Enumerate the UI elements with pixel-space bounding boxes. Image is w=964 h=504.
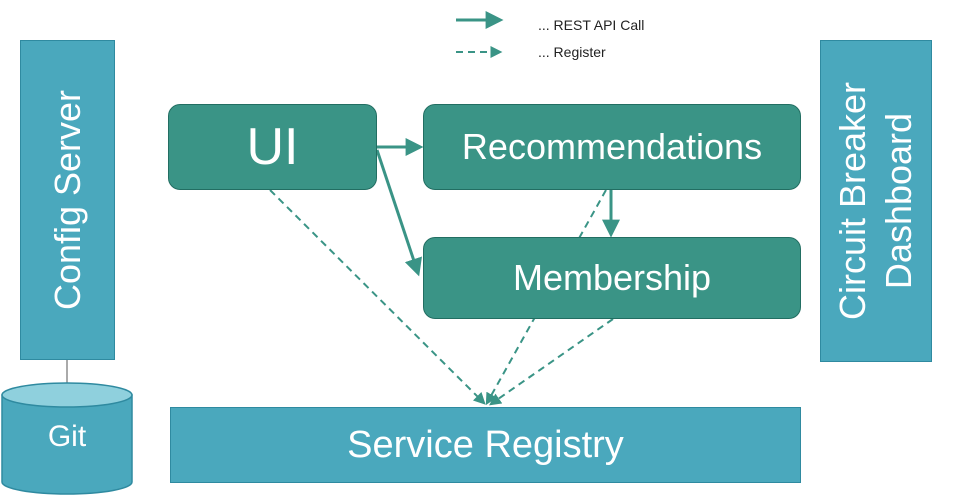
- circuit-breaker-dashboard-box: Circuit Breaker Dashboard: [820, 40, 932, 362]
- git-cylinder: [1, 382, 133, 495]
- membership-service-box: Membership: [423, 237, 801, 319]
- git-label: Git: [47, 420, 87, 453]
- circuit-breaker-label-line2: Dashboard: [878, 112, 919, 290]
- circuit-breaker-label-line1: Circuit Breaker: [832, 81, 873, 321]
- register-arrow-ui: [269, 189, 486, 405]
- register-arrow-membership: [489, 318, 614, 406]
- legend-register-label: ... Register: [538, 44, 606, 60]
- circuit-breaker-label: Circuit Breaker Dashboard: [830, 82, 922, 320]
- arrow-ui-to-membership: [375, 149, 422, 277]
- recommendations-label: Recommendations: [461, 126, 763, 167]
- ui-label: UI: [246, 118, 299, 176]
- membership-label: Membership: [512, 257, 712, 298]
- config-server-label: Config Server: [46, 89, 88, 311]
- ui-service-box: UI: [168, 104, 377, 190]
- legend-rest-call-label: ... REST API Call: [538, 17, 645, 33]
- service-registry-label: Service Registry: [347, 423, 624, 466]
- config-server-box: Config Server: [20, 40, 115, 360]
- recommendations-service-box: Recommendations: [423, 104, 801, 190]
- service-registry-box: Service Registry: [170, 407, 801, 483]
